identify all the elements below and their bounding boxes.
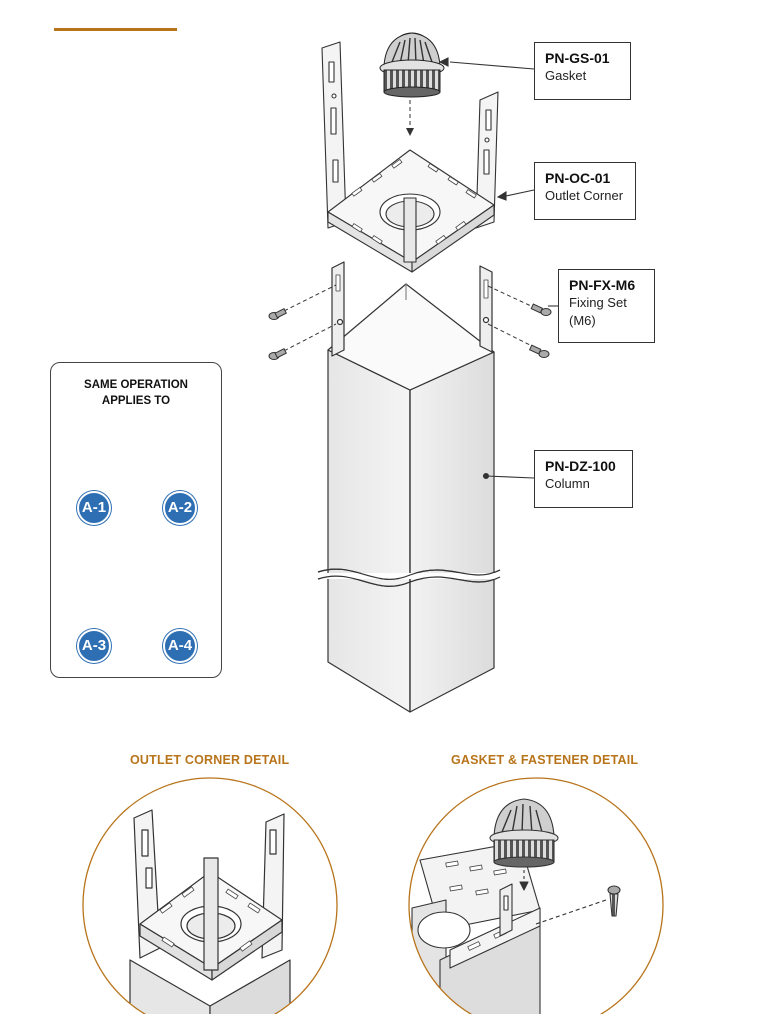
gasket-fastener-detail-view [411, 798, 621, 1014]
variant-badge-a4: A-4 [163, 629, 197, 663]
applies-to-panel: SAME OPERATION APPLIES TO [50, 362, 222, 678]
variant-badge-a1: A-1 [77, 491, 111, 525]
applies-to-title: SAME OPERATION APPLIES TO [51, 377, 221, 409]
column-part [317, 261, 502, 713]
leader-lines [438, 57, 558, 480]
callout-outlet-corner-code: PN-OC-01 [545, 170, 611, 186]
callout-fixing-set-code: PN-FX-M6 [569, 277, 636, 293]
callout-fixing-set: PN-FX-M6 Fixing Set (M6) [558, 269, 655, 343]
callout-column-desc: Column [545, 476, 590, 491]
callout-fixing-set-desc: Fixing Set [569, 295, 627, 310]
outlet-corner-detail-circle [82, 777, 338, 1014]
applies-to-title-line-1: SAME OPERATION [84, 379, 188, 391]
callout-outlet-corner: PN-OC-01 Outlet Corner [534, 162, 636, 220]
callout-column-code: PN-DZ-100 [545, 458, 616, 474]
variant-badge-a3: A-3 [77, 629, 111, 663]
accent-bar [54, 28, 177, 31]
gasket-fastener-detail-circle [408, 777, 664, 1014]
applies-to-title-line-2: APPLIES TO [101, 395, 171, 407]
callout-gasket-desc: Gasket [545, 68, 587, 83]
callout-gasket-code: PN-GS-01 [545, 50, 610, 66]
fixing-set-part [268, 284, 552, 360]
variant-badge-a2: A-2 [163, 491, 197, 525]
callout-gasket: PN-GS-01 Gasket [534, 42, 631, 100]
callout-column: PN-DZ-100 Column [534, 450, 633, 508]
callout-outlet-corner-desc: Outlet Corner [545, 188, 624, 203]
outlet-corner-detail-title: OUTLET CORNER DETAIL [130, 753, 290, 767]
gasket-fastener-detail-title: GASKET & FASTENER DETAIL [451, 753, 639, 767]
outlet-corner-part [321, 41, 499, 273]
gasket-part [379, 32, 445, 98]
callout-fixing-set-desc-2: (M6) [569, 313, 596, 328]
outlet-corner-detail-view [129, 809, 291, 1014]
